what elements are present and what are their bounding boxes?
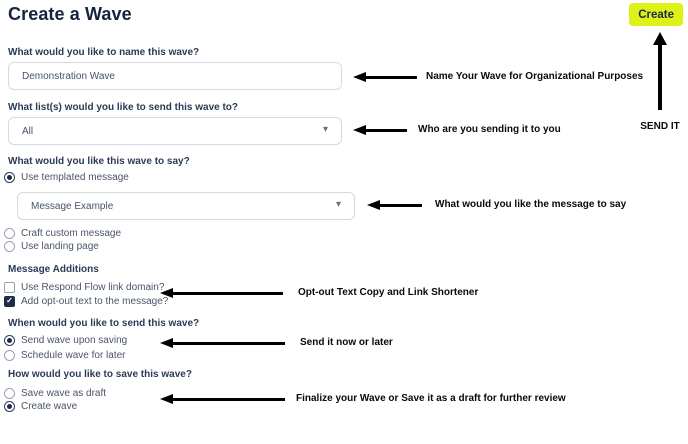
arrowhead-icon bbox=[160, 394, 173, 404]
annotation-optout-note: Opt-out Text Copy and Link Shortener bbox=[298, 287, 479, 298]
radio-icon bbox=[4, 240, 15, 252]
name-question-label: What would you like to name this wave? bbox=[8, 47, 200, 58]
annotation-audience-note: Who are you sending it to you bbox=[418, 124, 561, 135]
arrow-shaft bbox=[380, 203, 422, 207]
send-question-label: When would you like to send this wave? bbox=[8, 318, 200, 329]
radio-label: Save wave as draft bbox=[21, 387, 107, 399]
radio-icon bbox=[4, 171, 15, 183]
radio-icon bbox=[4, 400, 15, 412]
radio-label: Send wave upon saving bbox=[21, 334, 128, 346]
radio-icon bbox=[4, 334, 15, 346]
radio-icon bbox=[4, 349, 15, 361]
say-question-label: What would you like this wave to say? bbox=[8, 156, 190, 167]
arrowhead-icon bbox=[367, 200, 380, 210]
radio-use-landing-page[interactable]: Use landing page bbox=[4, 240, 99, 252]
radio-icon bbox=[4, 387, 15, 399]
create-button[interactable]: Create bbox=[629, 3, 683, 26]
arrowhead-icon bbox=[353, 125, 366, 135]
arrow-left-icon bbox=[160, 288, 283, 298]
arrowhead-icon bbox=[353, 72, 366, 82]
checkbox-add-opt-out-text[interactable]: ✓ Add opt-out text to the message? bbox=[4, 295, 168, 307]
annotation-message-note: What would you like the message to say bbox=[435, 199, 627, 210]
arrowhead-icon bbox=[160, 338, 173, 348]
checkmark-icon: ✓ bbox=[6, 296, 13, 305]
radio-label: Create wave bbox=[21, 400, 78, 412]
radio-send-wave-upon-saving[interactable]: Send wave upon saving bbox=[4, 334, 127, 346]
template-message-select-value: Message Example bbox=[31, 200, 114, 212]
save-question-label: How would you like to save this wave? bbox=[8, 369, 192, 380]
lists-select[interactable]: All ▾ bbox=[8, 117, 342, 145]
checkbox-icon: ✓ bbox=[4, 295, 15, 307]
radio-use-templated-message[interactable]: Use templated message bbox=[4, 171, 129, 183]
arrow-left-icon bbox=[353, 125, 407, 135]
annotation-name-note: Name Your Wave for Organizational Purpos… bbox=[426, 71, 644, 82]
radio-label: Craft custom message bbox=[21, 227, 122, 239]
lists-select-value: All bbox=[22, 125, 34, 137]
arrow-shaft bbox=[658, 45, 662, 110]
caret-down-icon: ▾ bbox=[322, 124, 328, 135]
radio-create-wave[interactable]: Create wave bbox=[4, 400, 77, 412]
radio-schedule-wave-for-later[interactable]: Schedule wave for later bbox=[4, 349, 126, 361]
radio-label: Use landing page bbox=[21, 240, 99, 252]
caret-down-icon: ▾ bbox=[335, 199, 341, 210]
arrow-left-icon bbox=[160, 338, 285, 348]
arrow-shaft bbox=[366, 75, 417, 79]
wave-name-input[interactable] bbox=[8, 62, 342, 90]
arrow-up-icon bbox=[653, 32, 667, 110]
checkbox-icon: ✓ bbox=[4, 281, 15, 293]
annotation-send-note: Send it now or later bbox=[300, 337, 393, 348]
radio-label: Use templated message bbox=[21, 171, 129, 183]
arrowhead-icon bbox=[653, 32, 667, 45]
checkbox-label: Use Respond Flow link domain? bbox=[21, 281, 165, 293]
message-additions-label: Message Additions bbox=[8, 264, 99, 275]
template-message-select[interactable]: Message Example ▾ bbox=[17, 192, 355, 220]
checkbox-respond-flow-link-domain[interactable]: ✓ Use Respond Flow link domain? bbox=[4, 281, 164, 293]
annotation-save-note: Finalize your Wave or Save it as a draft… bbox=[296, 393, 566, 404]
radio-icon bbox=[4, 227, 15, 239]
arrow-left-icon bbox=[160, 394, 285, 404]
arrowhead-icon bbox=[160, 288, 173, 298]
checkbox-label: Add opt-out text to the message? bbox=[21, 295, 169, 307]
arrow-left-icon bbox=[367, 200, 422, 210]
arrow-shaft bbox=[366, 128, 407, 132]
arrow-shaft bbox=[173, 397, 285, 401]
annotation-create-note: SEND IT bbox=[640, 121, 680, 132]
lists-question-label: What list(s) would you like to send this… bbox=[8, 102, 239, 113]
radio-label: Schedule wave for later bbox=[21, 349, 126, 361]
arrow-shaft bbox=[173, 291, 283, 295]
radio-craft-custom-message[interactable]: Craft custom message bbox=[4, 227, 121, 239]
arrow-shaft bbox=[173, 341, 285, 345]
radio-save-wave-as-draft[interactable]: Save wave as draft bbox=[4, 387, 106, 399]
page-title: Create a Wave bbox=[8, 4, 132, 24]
arrow-left-icon bbox=[353, 72, 417, 82]
